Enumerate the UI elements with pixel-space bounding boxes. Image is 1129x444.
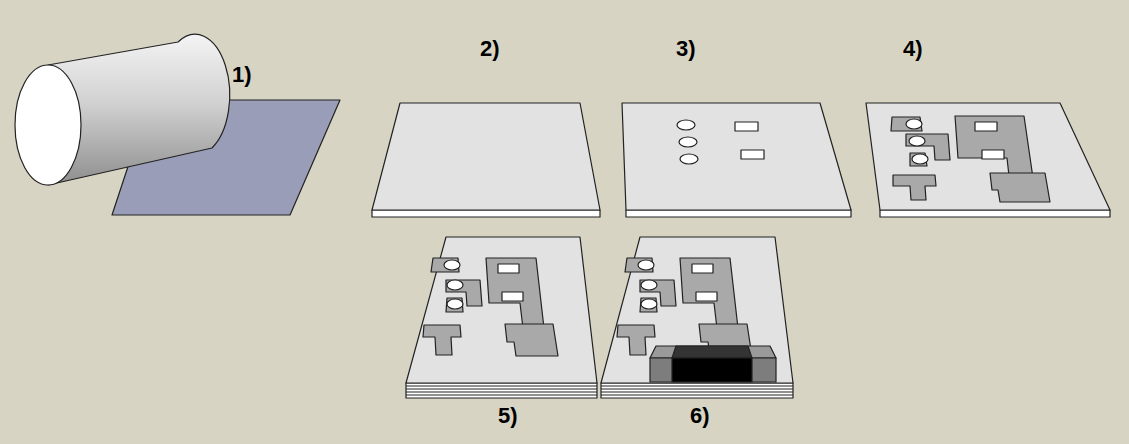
- step-number: 1): [232, 62, 252, 88]
- stacked-sheets: [406, 237, 597, 398]
- tape-roll: [15, 34, 340, 215]
- step-number: 2): [480, 36, 500, 62]
- punched-sheet: [622, 103, 851, 217]
- assembled-module: [601, 237, 793, 398]
- step-number: 5): [498, 403, 518, 429]
- step-number: 6): [690, 403, 710, 429]
- printed-sheet: [866, 103, 1110, 217]
- step-number: 3): [676, 36, 696, 62]
- step-number: 4): [903, 36, 923, 62]
- green-sheet: [372, 103, 600, 217]
